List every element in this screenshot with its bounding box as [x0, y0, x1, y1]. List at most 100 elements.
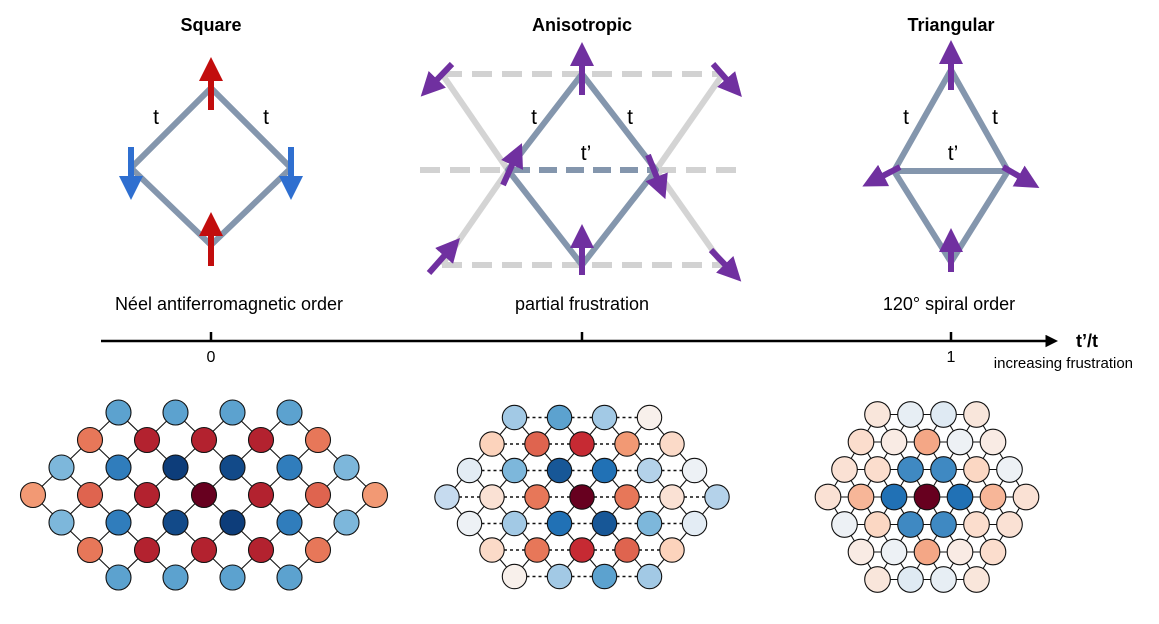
site-correlation-circle — [190, 536, 218, 564]
hopping-label-t: t — [531, 106, 537, 129]
site-correlation-circle — [864, 401, 891, 428]
site-correlation-circle — [247, 426, 275, 454]
faint-bond — [653, 72, 726, 172]
site-correlation-circle — [946, 428, 974, 456]
site-correlation-circle — [276, 564, 303, 591]
site-correlation-circle — [591, 510, 618, 537]
spin-arrow — [708, 247, 742, 282]
site-correlation-circle — [963, 566, 990, 593]
site-correlation-circle — [304, 426, 332, 454]
site-correlation-circle — [913, 483, 941, 511]
site-correlation-circle — [930, 456, 957, 483]
site-correlation-circle — [659, 537, 685, 563]
triangular-caption: 120° spiral order — [883, 294, 1015, 314]
site-correlation-circle — [814, 483, 842, 511]
site-correlation-circle — [930, 401, 957, 428]
site-correlation-circle — [963, 456, 990, 483]
site-correlation-circle — [880, 428, 908, 456]
site-correlation-circle — [847, 483, 875, 511]
site-correlation-circle — [913, 538, 941, 566]
site-correlation-circle — [681, 457, 708, 484]
site-correlation-circle — [76, 536, 104, 564]
site-correlation-circle — [831, 456, 858, 483]
site-correlation-circle — [847, 538, 875, 566]
site-correlation-circle — [880, 483, 908, 511]
site-correlation-circle — [133, 481, 161, 509]
site-correlation-circle — [864, 566, 891, 593]
site-correlation-circle — [569, 537, 595, 563]
site-correlation-circle — [569, 431, 595, 457]
site-correlation-circle — [76, 481, 104, 509]
spin-arrow — [1001, 164, 1040, 188]
site-correlation-circle — [456, 510, 483, 537]
site-correlation-circle — [333, 454, 360, 481]
site-correlation-circle — [897, 456, 924, 483]
site-correlation-circle — [979, 428, 1007, 456]
site-correlation-circle — [996, 456, 1023, 483]
site-correlation-circle — [524, 484, 550, 510]
site-correlation-circle — [105, 399, 132, 426]
site-correlation-circle — [636, 563, 663, 590]
site-correlation-circle — [105, 454, 132, 481]
site-correlation-circle — [591, 457, 618, 484]
site-correlation-circle — [304, 481, 332, 509]
site-correlation-circle — [48, 509, 75, 536]
axis-tick-label: 0 — [207, 349, 216, 366]
site-correlation-circle — [162, 509, 189, 536]
site-correlation-circle — [361, 481, 389, 509]
site-correlation-circle — [479, 484, 505, 510]
hopping-label-t-prime: t’ — [948, 142, 959, 165]
site-correlation-circle — [501, 510, 528, 537]
site-correlation-circle — [546, 457, 573, 484]
site-correlation-circle — [501, 457, 528, 484]
site-correlation-circle — [864, 456, 891, 483]
correlation-maps — [19, 399, 1040, 593]
square-correlation-map — [19, 399, 389, 591]
site-correlation-circle — [979, 483, 1007, 511]
site-correlation-circle — [524, 537, 550, 563]
site-correlation-circle — [501, 404, 528, 431]
site-correlation-circle — [704, 484, 730, 510]
site-correlation-circle — [247, 536, 275, 564]
faint-bond — [439, 72, 511, 172]
site-correlation-circle — [434, 484, 460, 510]
axis-tick-label: 1 — [947, 349, 956, 366]
site-correlation-circle — [897, 511, 924, 538]
anisotropic-caption: partial frustration — [515, 294, 649, 314]
site-correlation-circle — [133, 426, 161, 454]
site-correlation-circle — [681, 510, 708, 537]
site-correlation-circle — [636, 457, 663, 484]
site-correlation-circle — [946, 538, 974, 566]
square-panel-title: Square — [180, 15, 241, 35]
spin-arrow — [645, 153, 668, 200]
site-correlation-circle — [304, 536, 332, 564]
site-correlation-circle — [930, 511, 957, 538]
triangular-panel-title: Triangular — [907, 15, 994, 35]
anisotropic-panel-title: Anisotropic — [532, 15, 632, 35]
axis-sublabel: increasing frustration — [994, 355, 1133, 372]
site-correlation-circle — [333, 509, 360, 536]
hopping-label-t: t — [992, 106, 998, 129]
site-correlation-circle — [276, 509, 303, 536]
site-correlation-circle — [569, 484, 595, 510]
site-correlation-circle — [247, 481, 275, 509]
axis-label: t’/t — [1076, 331, 1098, 351]
spin-arrow — [420, 61, 455, 97]
anisotropic-plaquette: t t t’ — [420, 42, 745, 282]
site-correlation-circle — [847, 428, 875, 456]
site-correlation-circle — [1012, 483, 1040, 511]
site-correlation-circle — [162, 564, 189, 591]
site-correlation-circle — [659, 484, 685, 510]
site-correlation-circle — [614, 431, 640, 457]
site-correlation-circle — [219, 509, 246, 536]
site-correlation-circle — [276, 399, 303, 426]
site-correlation-circle — [636, 510, 663, 537]
hopping-label-t: t — [263, 106, 269, 129]
spin-arrow — [710, 62, 742, 98]
site-correlation-circle — [190, 426, 218, 454]
hopping-label-t: t — [153, 106, 159, 129]
hopping-label-t: t — [627, 106, 633, 129]
site-correlation-circle — [546, 563, 573, 590]
site-correlation-circle — [48, 454, 75, 481]
